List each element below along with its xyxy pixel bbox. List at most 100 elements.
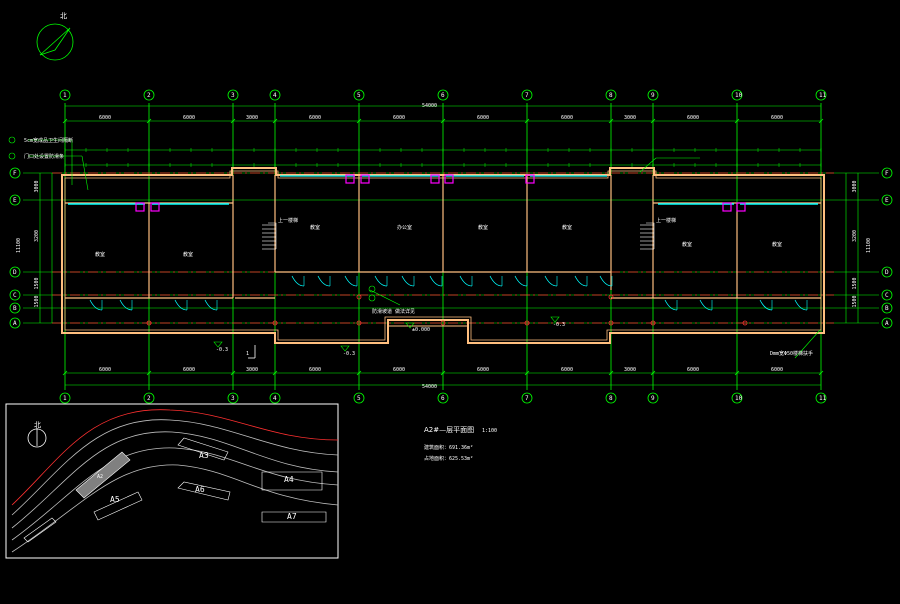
axis-bubble: [269, 392, 281, 404]
axis-bubble-label: 11: [819, 395, 827, 402]
axis-point: [272, 320, 278, 326]
dim-tick: [146, 370, 152, 376]
door-swing: [664, 299, 678, 311]
axis-point: [146, 320, 152, 326]
axis-bubble: [9, 266, 21, 278]
site-building-label: A2: [97, 474, 103, 480]
axis-bubble: [815, 392, 827, 404]
axis-bubble: [647, 392, 659, 404]
axis-point: [650, 320, 656, 326]
door-swing: [401, 275, 415, 287]
level-symbol: [340, 345, 350, 352]
level-mark: -0.3: [216, 347, 228, 353]
axis-bubble-label: D: [13, 269, 17, 276]
plan-note-area: 建筑面积：691.36m²: [424, 444, 473, 451]
building-inner-wall: [64, 170, 822, 341]
axis-bubble-label: E: [13, 197, 17, 204]
site-road: [11, 419, 339, 516]
dim-tick: [524, 370, 530, 376]
site-building-extra: [23, 517, 57, 543]
dim-tick: [524, 118, 530, 124]
site-north-label: 北: [34, 421, 41, 429]
door-swing: [119, 299, 133, 311]
bay-dimension: 6000: [771, 367, 783, 373]
room-label: 办公室: [397, 224, 412, 231]
axis-bubble-label: 3: [231, 395, 235, 402]
overall-dim-bottom: 54000: [422, 384, 437, 390]
axis-bubble-label: 9: [651, 92, 655, 99]
side-dimension: 1500: [852, 277, 858, 289]
callout-bubble: [368, 285, 376, 293]
site-building-label: A4: [284, 475, 294, 484]
dim-tick: [356, 118, 362, 124]
axis-bubble: [731, 89, 743, 101]
axis-bubble: [9, 167, 21, 179]
site-road: [11, 447, 339, 541]
site-building-a6: [177, 481, 231, 501]
bay-dimension: 6000: [309, 115, 321, 121]
site-building-label: A3: [199, 451, 209, 460]
dim-tick: [608, 370, 614, 376]
axis-bubble: [881, 167, 893, 179]
stair-arrow: [268, 222, 277, 249]
plan-title: A2#—层平面图: [424, 426, 474, 434]
dim-tick: [440, 118, 446, 124]
axis-point: [742, 320, 748, 326]
side-dimension: 1500: [852, 295, 858, 307]
axis-bubble: [9, 194, 21, 206]
axis-bubble-label: E: [885, 197, 889, 204]
axis-bubble-label: 2: [147, 395, 151, 402]
axis-bubble-label: B: [13, 305, 17, 312]
bay-dimension: 6000: [183, 115, 195, 121]
site-road: [11, 431, 339, 529]
axis-bubble-label: 9: [651, 395, 655, 402]
bay-dimension: 6000: [99, 367, 111, 373]
axis-bubble-label: 10: [735, 92, 743, 99]
bay-dimension: 6000: [561, 115, 573, 121]
axis-bubble: [437, 89, 449, 101]
site-plan-frame: [5, 403, 339, 559]
site-building-a3: [177, 437, 229, 461]
axis-bubble-label: 7: [525, 92, 529, 99]
building-outer-wall: [61, 167, 825, 344]
room-label: 教室: [183, 251, 193, 258]
column: [736, 202, 746, 212]
site-building-a2: [75, 451, 131, 499]
site-road: [11, 409, 339, 506]
leader-line: [794, 329, 821, 359]
side-dimension: 1500: [34, 295, 40, 307]
door-swing: [699, 299, 713, 311]
overall-dim-top: 54000: [422, 103, 437, 109]
north-arrow-icon: [39, 27, 71, 56]
leader-line: [369, 289, 401, 306]
axis-point: [608, 294, 614, 300]
callout-text: 防滑坡道 做法详见: [372, 308, 415, 315]
callout-text: Dmm宽Φ50楼梯扶手: [770, 350, 813, 357]
axis-bubble-label: 1: [63, 92, 67, 99]
axis-bubble: [353, 392, 365, 404]
callout-bubble: [368, 294, 376, 302]
room-label: 教室: [682, 241, 692, 248]
axis-bubble: [731, 392, 743, 404]
site-road: [11, 464, 339, 553]
door-swing: [794, 299, 808, 311]
axis-bubble: [521, 392, 533, 404]
stair-label: 上一楼梯: [278, 217, 298, 224]
axis-point: [356, 294, 362, 300]
axis-bubble-label: A: [13, 320, 17, 327]
column: [345, 174, 355, 184]
site-building-label: A7: [287, 512, 297, 521]
axis-bubble: [647, 89, 659, 101]
door-swing: [489, 275, 503, 287]
axis-bubble-label: B: [885, 305, 889, 312]
bay-dimension: 6000: [477, 367, 489, 373]
dim-tick: [62, 370, 68, 376]
column: [722, 202, 732, 212]
bay-dimension: 6000: [393, 115, 405, 121]
bay-dimension: 6000: [687, 115, 699, 121]
dim-tick: [146, 118, 152, 124]
axis-bubble: [437, 392, 449, 404]
axis-bubble: [881, 289, 893, 301]
